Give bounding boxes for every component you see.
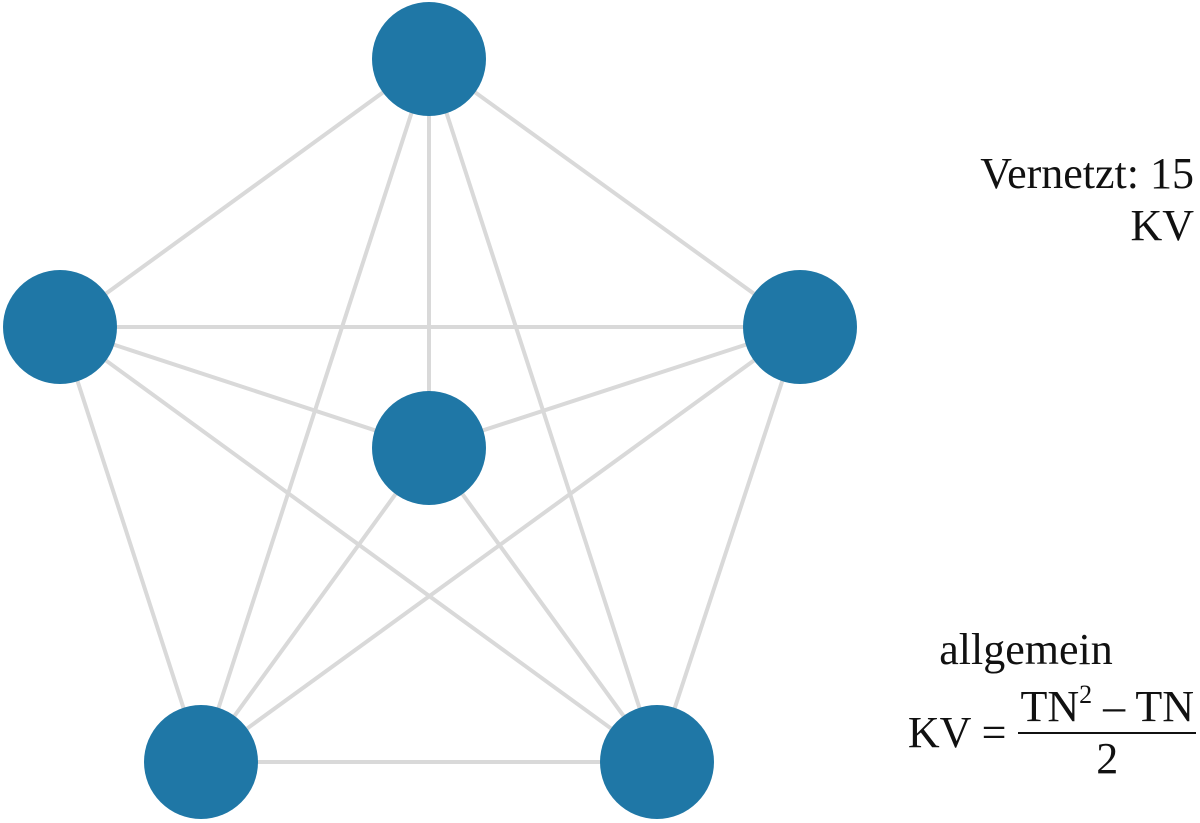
formula-numerator-base: TN (1020, 682, 1080, 731)
formula: KV = TN2 – TN 2 (856, 682, 1196, 783)
node-left (3, 270, 117, 384)
node-layer (3, 2, 857, 819)
formula-fraction: TN2 – TN 2 (1018, 682, 1196, 783)
formula-lhs: KV = (907, 708, 1007, 757)
edge-right-to-center (427, 325, 802, 450)
edge-layer (58, 57, 802, 764)
node-bottom-left (144, 705, 258, 819)
edge-left-to-bottom-left (58, 325, 203, 764)
formula-denominator: 2 (1096, 734, 1119, 783)
edge-center-to-bottom-left (199, 446, 431, 764)
formula-exponent: 2 (1079, 680, 1093, 709)
node-right (743, 270, 857, 384)
edge-center-to-bottom-right (427, 446, 659, 764)
edge-top-to-right (427, 57, 802, 329)
general-formula-block: allgemein KV = TN2 – TN 2 (856, 624, 1196, 782)
general-heading: allgemein (939, 625, 1113, 674)
formula-numerator: TN2 – TN (1018, 682, 1196, 734)
connection-unit-text: KV (1130, 201, 1194, 250)
node-top (372, 2, 486, 116)
node-bottom-right (600, 705, 714, 819)
edge-right-to-bottom-right (655, 325, 802, 764)
edge-top-to-left (58, 57, 431, 329)
formula-numerator-rest: – TN (1092, 682, 1194, 731)
edge-left-to-center (58, 325, 431, 450)
connection-count-text: Vernetzt: 15 (980, 149, 1194, 198)
node-center (372, 391, 486, 505)
connection-count-label: Vernetzt: 15 KV (980, 148, 1194, 252)
